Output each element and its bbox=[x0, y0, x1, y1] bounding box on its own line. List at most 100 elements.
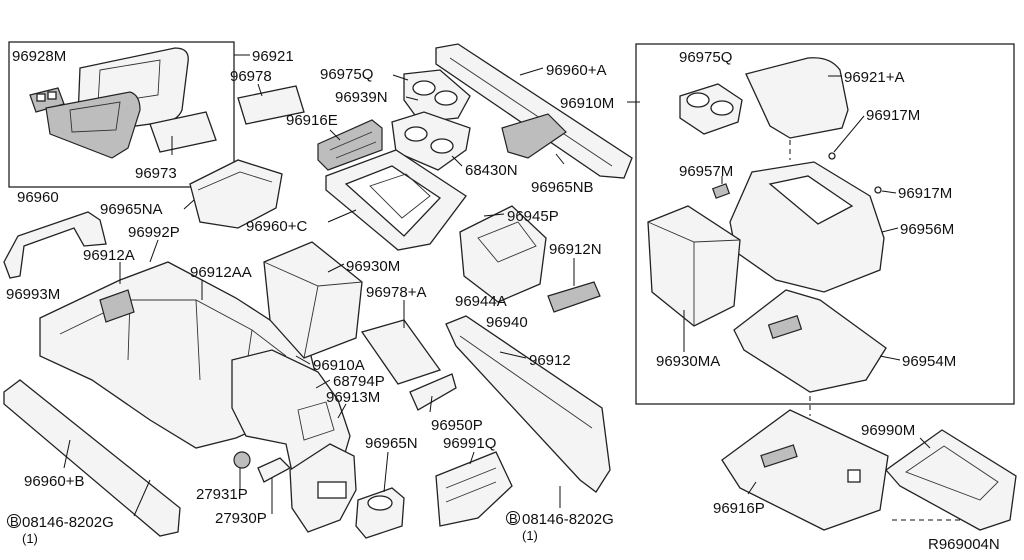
label-96917M-b: 96917M bbox=[898, 185, 952, 202]
side-panel-96912 bbox=[445, 315, 611, 493]
label-96912AA: 96912AA bbox=[190, 264, 252, 281]
leader-96965NA bbox=[183, 199, 195, 210]
leader-96960A bbox=[519, 67, 544, 76]
diagram-id: R969004N bbox=[928, 536, 1000, 553]
leader-96910A bbox=[295, 355, 311, 365]
label-96930M: 96930M bbox=[346, 258, 400, 275]
label-96956M: 96956M bbox=[900, 221, 954, 238]
label-96939N: 96939N bbox=[335, 89, 388, 106]
leader-96945P bbox=[483, 213, 505, 217]
console-96956M bbox=[729, 161, 885, 293]
leader-96978 bbox=[257, 83, 263, 97]
plate-96912N bbox=[547, 281, 601, 313]
label-96975Q-a: 96975Q bbox=[320, 66, 373, 83]
label-96991Q: 96991Q bbox=[443, 435, 496, 452]
bolt-marker-a bbox=[7, 514, 21, 528]
label-96917M-a: 96917M bbox=[866, 107, 920, 124]
trim-96960 bbox=[3, 211, 107, 279]
bolt-callout-a: B 08146-8202G (1) bbox=[7, 514, 114, 546]
clip-27930P bbox=[257, 457, 292, 483]
bolt-marker-b bbox=[506, 511, 520, 525]
label-96960C: 96960+C bbox=[246, 218, 307, 235]
label-96965N: 96965N bbox=[365, 435, 418, 452]
bin-96930M bbox=[263, 241, 363, 359]
lower-front-96913M bbox=[289, 443, 357, 533]
leader-08146-a bbox=[133, 479, 151, 517]
label-96921: 96921 bbox=[252, 48, 294, 65]
label-96916E: 96916E bbox=[286, 112, 338, 129]
qty-a: (1) bbox=[22, 531, 38, 546]
leader-96916P bbox=[747, 481, 757, 495]
right-group-frame bbox=[635, 43, 1015, 405]
latch-96957M bbox=[711, 183, 731, 199]
label-96960B: 96960+B bbox=[24, 473, 84, 490]
cup-holder-96975Q-b bbox=[679, 83, 743, 135]
leader-96917M-b bbox=[881, 190, 897, 194]
leader-96916E bbox=[329, 129, 341, 141]
bracket-96916E bbox=[317, 119, 383, 171]
label-96945P: 96945P bbox=[507, 208, 559, 225]
leader-96917M-a bbox=[833, 115, 865, 153]
label-96910M: 96910M bbox=[560, 95, 614, 112]
leader-96912 bbox=[499, 351, 527, 359]
label-96960: 96960 bbox=[17, 189, 59, 206]
label-96912A: 96912A bbox=[83, 247, 135, 264]
leader-96913M bbox=[337, 403, 347, 419]
lid-96921A bbox=[745, 57, 849, 139]
label-96965NA: 96965NA bbox=[100, 201, 163, 218]
clip-96917M-a bbox=[828, 152, 836, 160]
bracket-96991Q bbox=[435, 451, 513, 527]
label-96912: 96912 bbox=[529, 352, 571, 369]
shifter-96940 bbox=[459, 205, 547, 303]
leader-96965N bbox=[383, 451, 389, 493]
label-96960A: 96960+A bbox=[546, 62, 606, 79]
leader-96956M bbox=[881, 227, 899, 233]
mat-96978A bbox=[360, 319, 442, 385]
bin-96930MA bbox=[647, 205, 741, 327]
label-96973: 96973 bbox=[135, 165, 177, 182]
label-96944A: 96944A bbox=[455, 293, 507, 310]
bolt-callout-b: B 08146-8202G (1) bbox=[506, 511, 614, 543]
label-96990M: 96990M bbox=[861, 422, 915, 439]
mat-96978 bbox=[237, 85, 305, 125]
leader-96991Q bbox=[469, 451, 475, 465]
cup-96965N bbox=[355, 487, 405, 539]
label-96913M: 96913M bbox=[326, 389, 380, 406]
label-68430N: 68430N bbox=[465, 162, 518, 179]
label-96921A: 96921+A bbox=[844, 69, 904, 86]
label-27930P: 27930P bbox=[215, 510, 267, 527]
bolt-letter-a: B bbox=[10, 514, 19, 529]
leader-96960C bbox=[327, 209, 357, 223]
label-96954M: 96954M bbox=[902, 353, 956, 370]
finisher-96910M bbox=[435, 43, 633, 179]
lid-96965NB bbox=[501, 113, 567, 159]
leader-96954M bbox=[879, 355, 901, 361]
label-68794P: 68794P bbox=[333, 373, 385, 390]
cup-holder-96975Q bbox=[403, 69, 471, 123]
qty-b: (1) bbox=[522, 528, 538, 543]
label-96940: 96940 bbox=[486, 314, 528, 331]
armrest-group-frame bbox=[8, 41, 235, 188]
pad-96973 bbox=[149, 111, 217, 153]
label-96965NB: 96965NB bbox=[531, 179, 594, 196]
bolt-letter-b: B bbox=[509, 511, 518, 526]
label-27931P: 27931P bbox=[196, 486, 248, 503]
label-08146-8202G-a: 08146-8202G bbox=[22, 514, 114, 531]
leader-96960B bbox=[63, 439, 71, 469]
label-96912N: 96912N bbox=[549, 241, 602, 258]
label-96993M: 96993M bbox=[6, 286, 60, 303]
leader-96965NB bbox=[555, 153, 565, 165]
label-96978A: 96978+A bbox=[366, 284, 426, 301]
leader-96930M bbox=[327, 263, 345, 273]
plate-96916P bbox=[721, 409, 889, 531]
label-96916P: 96916P bbox=[713, 500, 765, 517]
label-96975Q-b: 96975Q bbox=[679, 49, 732, 66]
label-96957M: 96957M bbox=[679, 163, 733, 180]
label-96910A: 96910A bbox=[313, 357, 365, 374]
bin-96965NA bbox=[189, 159, 283, 229]
plate-96990M bbox=[885, 429, 1017, 531]
leader-96939N bbox=[405, 96, 419, 101]
label-08146-8202G-b: 08146-8202G bbox=[522, 511, 614, 528]
knob-96950P bbox=[409, 373, 457, 411]
